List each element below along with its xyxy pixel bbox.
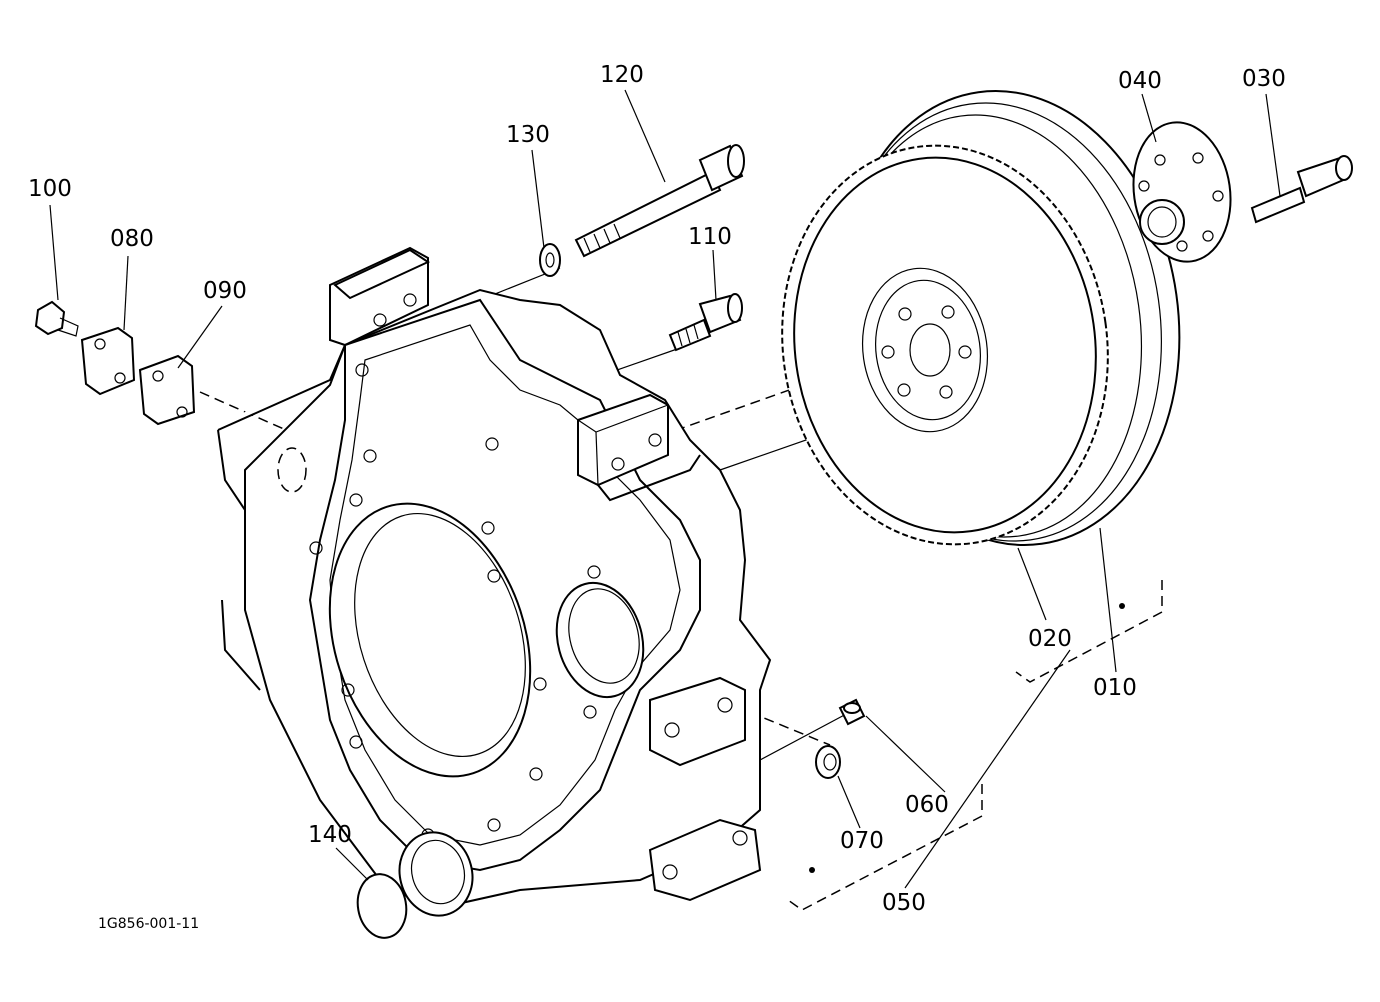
coupling-flange bbox=[1132, 121, 1232, 263]
bolt-110 bbox=[668, 293, 743, 352]
label-030: 030 bbox=[1242, 66, 1286, 92]
plug-140 bbox=[356, 873, 408, 939]
label-130: 130 bbox=[506, 122, 550, 148]
flywheel-housing bbox=[217, 246, 772, 917]
label-070: 070 bbox=[840, 828, 884, 854]
label-080: 080 bbox=[110, 226, 154, 252]
label-020: 020 bbox=[1028, 626, 1072, 652]
label-100: 100 bbox=[28, 176, 72, 202]
washer-130 bbox=[539, 243, 561, 277]
pin-and-bushing bbox=[815, 698, 866, 779]
label-120: 120 bbox=[600, 62, 644, 88]
bolt-030 bbox=[1250, 155, 1353, 224]
label-040: 040 bbox=[1118, 68, 1162, 94]
flywheel bbox=[781, 90, 1181, 546]
leader-lines bbox=[49, 89, 1281, 889]
callout-labels: 010 020 030 040 050 060 070 080 090 100 … bbox=[28, 62, 1286, 932]
bolt-120 bbox=[574, 144, 745, 258]
assembly-brackets bbox=[787, 580, 1163, 911]
label-140: 140 bbox=[308, 822, 352, 848]
label-050: 050 bbox=[882, 890, 926, 916]
drawing-number: 1G856-001-11 bbox=[98, 916, 199, 932]
label-060: 060 bbox=[905, 792, 949, 818]
label-090: 090 bbox=[203, 278, 247, 304]
cover-plates bbox=[34, 300, 196, 426]
label-110: 110 bbox=[688, 224, 732, 250]
label-010: 010 bbox=[1093, 675, 1137, 701]
